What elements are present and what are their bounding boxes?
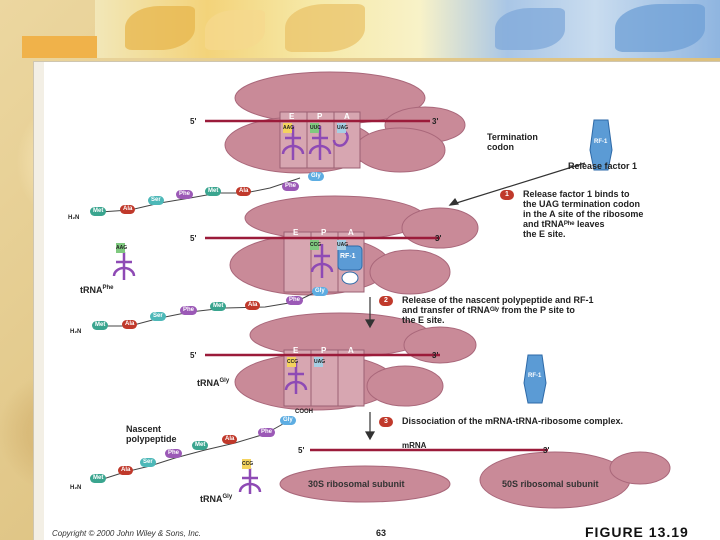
aa-met-3: Met (92, 321, 109, 330)
free-rf1-icon-1 (589, 119, 613, 171)
aa-phe-6: Phe (258, 428, 276, 437)
aa-met-6: Met (192, 441, 209, 450)
aa-ala-2: Ala (236, 187, 252, 196)
codon-stage3-p: UAG (314, 357, 326, 367)
panel-left-edge (34, 62, 44, 540)
site-p-2: P (321, 228, 327, 237)
cooh-label: COOH (295, 409, 313, 415)
release-factor-label: Release factor 1 (568, 161, 638, 171)
trna-pair-stage-1 (281, 126, 349, 160)
codon-stage1-a: UAG (337, 123, 349, 133)
nascent-polypeptide-label: Nascent polypeptide (126, 424, 177, 444)
subunit-30s-label: 30S ribosomal subunit (308, 479, 405, 489)
aa-phe-4: Phe (286, 296, 304, 305)
site-e-2: E (293, 228, 299, 237)
codon-stage2-p: CCG (310, 240, 322, 250)
trna-gly-stage-3 (284, 362, 308, 394)
site-e-3: E (293, 346, 299, 355)
trna-gly-label-1: tRNAGly (197, 378, 230, 388)
step-badge-2: 2 (379, 296, 393, 306)
step-text-3: Dissociation of the mRNA-tRNA-ribosome c… (402, 416, 624, 426)
aa-gly-1: Gly (308, 172, 324, 181)
codon-free-trna-phe: AAG (116, 243, 128, 253)
codon-stage1-p: UUC (310, 123, 321, 133)
orange-accent-bar (22, 36, 97, 58)
aa-ser-1: Ser (148, 196, 164, 205)
rf1-label-1: RF-1 (594, 139, 608, 145)
mrna-5prime-4: 5' (298, 446, 305, 455)
codon-stage3-e: CCG (287, 357, 299, 367)
subunit-50s-label: 50S ribosomal subunit (502, 479, 599, 489)
codon-free-trna-gly: CCG (242, 459, 254, 469)
rf1-in-a-site (337, 245, 363, 285)
termination-codon-label: Termination codon (487, 132, 538, 152)
mrna-3prime-4: 3' (543, 446, 550, 455)
site-p-1: P (317, 112, 323, 121)
aa-met-5: Met (90, 474, 107, 483)
codon-stage2-a: UAG (337, 240, 349, 250)
autumn-leaf-banner (95, 0, 720, 58)
aa-phe-5: Phe (165, 449, 183, 458)
aa-gly-3: Gly (280, 416, 296, 425)
aa-met-4: Met (210, 302, 227, 311)
codon-stage1-e: AAG (283, 123, 295, 133)
ribosome-stage-3 (234, 312, 477, 411)
aa-gly-2: Gly (312, 287, 328, 296)
step-badge-1: 1 (500, 190, 514, 200)
aa-phe-3: Phe (180, 306, 198, 315)
copyright-text: Copyright © 2000 John Wiley & Sons, Inc. (52, 529, 202, 538)
aa-phe-2: Phe (282, 182, 300, 191)
step-text-2: Release of the nascent polypeptide and R… (402, 295, 594, 325)
trna-gly-label-2: tRNAGly (200, 494, 233, 504)
h2n-label-1: H₂N (68, 215, 80, 221)
mrna-5prime-1: 5' (190, 117, 197, 126)
trna-gly-stage-2 (310, 244, 334, 278)
aa-ala-6: Ala (222, 435, 238, 444)
site-e-1: E (289, 112, 295, 121)
aa-ser-3: Ser (140, 458, 156, 467)
step-badge-3: 3 (379, 417, 393, 427)
h2n-label-2: H₂N (70, 329, 82, 335)
mrna-3prime-2: 3' (435, 234, 442, 243)
subunit-50s-shape (479, 451, 671, 509)
mrna-5prime-2: 5' (190, 234, 197, 243)
aa-ala-3: Ala (122, 320, 138, 329)
rf1-label-bound: RF-1 (340, 253, 356, 260)
mrna-5prime-3: 5' (190, 351, 197, 360)
mrna-label: mRNA (402, 441, 427, 450)
page-number: 63 (376, 528, 387, 538)
subunit-30s-shape (279, 465, 451, 503)
figure-number: FIGURE 13.19 (585, 524, 689, 540)
rf1-label-2: RF-1 (528, 373, 542, 379)
step-text-1: Release factor 1 binds to the UAG termin… (523, 189, 644, 239)
aa-ala-1: Ala (120, 205, 136, 214)
aa-phe-1: Phe (176, 190, 194, 199)
site-a-1: A (344, 112, 350, 121)
site-p-3: P (321, 346, 327, 355)
aa-met-2: Met (205, 187, 222, 196)
aa-met-1: Met (90, 207, 107, 216)
aa-ala-5: Ala (118, 466, 134, 475)
mrna-3prime-3: 3' (432, 351, 439, 360)
free-trna-gly (238, 468, 262, 494)
released-trna-phe (112, 252, 136, 280)
aa-ser-2: Ser (150, 312, 166, 321)
step-arrows (364, 162, 586, 441)
h2n-label-3: H₂N (70, 485, 82, 491)
site-a-2: A (348, 228, 354, 237)
mrna-3prime-1: 3' (432, 117, 439, 126)
trna-phe-label: tRNAPhe (80, 285, 114, 295)
free-rf1-icon-2 (523, 354, 547, 404)
aa-ala-4: Ala (245, 301, 261, 310)
site-a-3: A (348, 346, 354, 355)
